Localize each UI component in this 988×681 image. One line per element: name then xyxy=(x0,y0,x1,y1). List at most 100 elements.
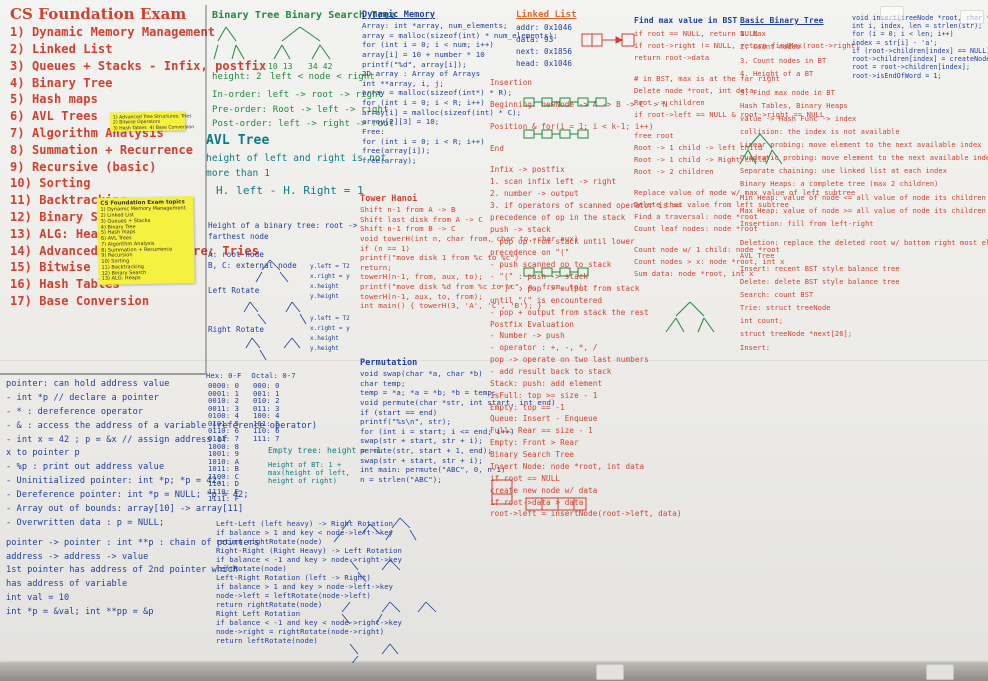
pointers-line-5: - int x = 42 ; p = &x // assign address … xyxy=(6,434,228,445)
basic-bt-line: struct treeNode *next[26]; xyxy=(740,330,853,339)
tray-clip xyxy=(926,664,954,680)
linked-list-line: 2. number -> output xyxy=(490,189,579,199)
linked-list-line: create new node w/ data xyxy=(490,485,598,495)
empty-tree-height: Empty tree: height = -1 xyxy=(268,446,382,455)
dynamic-memory-line: Array: int *array, num_elements; xyxy=(362,21,508,31)
topic-8: 8) Summation + Recurrence xyxy=(10,142,194,157)
pointers-line-1: pointer: can hold address value xyxy=(6,379,170,389)
avl-rotations-section: Left-Left (left heavy) -> Right Rotation… xyxy=(216,519,402,645)
in-order: In-order: left -> root -> right xyxy=(212,90,384,101)
hex-cell: 1011: B xyxy=(208,464,239,474)
linked-list-line: Position & for(i = 1; i < k-1; i++) xyxy=(490,121,654,131)
pointers-section: pointer: can hold address value - int *p… xyxy=(6,379,318,618)
basic-bt-line: Deletion: replace the deleted root w/ bo… xyxy=(740,238,988,247)
octal-cell: 010: 2 xyxy=(253,396,280,406)
basic-bt-line: collision: the index is not available xyxy=(740,128,900,137)
hex-table-row: 1111: F xyxy=(208,495,280,503)
bst-rule: left < node < right xyxy=(270,71,375,82)
rotation-rule-line: node->right = rightRotate(node->right) xyxy=(216,627,385,636)
tower-hanoi-line: Shift n-1 from B -> C xyxy=(360,224,456,234)
tower-hanoi-title: Tower Hanoi xyxy=(360,194,418,204)
avl-title: AVL Tree xyxy=(206,133,270,148)
pointers-line-4: - & : access the address of a variable (… xyxy=(6,420,318,431)
pointers-line-13: address -> address -> value xyxy=(6,551,149,562)
basic-bt-line: 1. Max xyxy=(740,30,766,39)
sticky-note-topics: CS Foundation Exam topics 1) Dynamic Mem… xyxy=(97,196,195,285)
octal-cell: 101: 5 xyxy=(253,418,280,428)
hex-cell: 1010: A xyxy=(208,456,239,466)
pointers-line-15: has address of variable xyxy=(6,579,128,590)
hex-cell: 1111: F xyxy=(208,494,239,504)
avl-line-5: farthest node xyxy=(208,231,269,241)
basic-bt-line: Binary Heaps: a complete tree (max 2 chi… xyxy=(740,180,939,189)
basic-bt-line: Quadratic probing: move element to the n… xyxy=(740,154,988,163)
permutation-line: void swap(char *a, char *b) xyxy=(360,369,483,379)
pointers-line-12: pointer -> pointer : int **p : chain of … xyxy=(6,537,260,548)
permutation-line: for (int i = start; i <= end; i++) xyxy=(360,426,515,436)
hex-cell: 0011: 3 xyxy=(208,403,239,413)
post-order: Post-order: left -> right -> root xyxy=(212,118,395,129)
linked-list-line: Queue: Insert - Enqueue xyxy=(490,414,598,424)
rotation-rule-line: Left-Left (left heavy) -> Right Rotation xyxy=(216,519,394,528)
linked-list-line: - push scanned op to stack xyxy=(490,260,612,270)
pointers-line-10: - Array out of bounds: array[10] -> arra… xyxy=(6,503,244,514)
bst-delete-sketch xyxy=(739,133,783,165)
basic-bt-line: Hash Tables, Binary Heaps xyxy=(740,101,848,110)
linked-list-line: - pop + output from stack the rest xyxy=(490,307,649,317)
linked-list-line: root->left = insertNode(root->left, data… xyxy=(490,509,682,519)
hex-cell: 1001: 9 xyxy=(208,449,239,459)
permutation-line: swap(str + start, str + i); xyxy=(360,436,483,446)
linked-list-line: - add result back to stack xyxy=(490,367,612,377)
bst-operation-line: Root -> 2 children xyxy=(634,167,714,176)
permutation-title: Permutation xyxy=(360,358,418,368)
hex-table-row: 1110: E xyxy=(208,488,280,496)
bst-operation-line: Replace value of node w/ max value of le… xyxy=(634,188,856,197)
basic-bt-title: Basic Binary Tree xyxy=(740,16,824,25)
bst-operations-section: Find max value in BST if root == NULL, r… xyxy=(634,16,860,278)
linked-list-line: - pop op from stack until lower xyxy=(490,236,635,246)
topic-4: 4) Binary Tree xyxy=(10,75,113,90)
dynamic-memory-line: Free: xyxy=(362,126,385,136)
tower-hanoi-line: return; xyxy=(360,262,392,272)
octal-cell: 001: 1 xyxy=(253,388,280,398)
basic-bt-line: Min Heap: value of node <= all value of … xyxy=(740,193,986,202)
rotation-rule-line: Right Left Rotation xyxy=(216,609,301,618)
permutation-line: void permute(char *str, int start, int e… xyxy=(360,397,556,407)
dynamic-memory-line: free(array[i]); xyxy=(362,146,431,156)
dynamic-memory-line: array[i] = malloc(sizeof(int) * C); xyxy=(362,107,522,117)
basic-bt-line: Search: count BST xyxy=(740,291,814,300)
bst-operation-line: Delete that value from left subtree xyxy=(634,200,789,209)
permutation-line: char temp; xyxy=(360,378,406,388)
trie-code-line: index = str[i] - 'a'; xyxy=(852,38,938,47)
pointers-line-7: - %p : print out address value xyxy=(6,462,165,473)
trie-code-line: root = root->children[index]; xyxy=(852,63,971,72)
permutation-line: printf("%s\n", str); xyxy=(360,417,451,427)
basic-bt-line: 4. Height of a BT xyxy=(740,69,814,78)
octal-header: Octal: 0-7 xyxy=(251,371,296,380)
hex-header-row: Hex: 0-F Octal: 0-7 xyxy=(206,371,296,380)
pointers-line-17: int *p = &val; int **pp = &p xyxy=(6,607,154,617)
hex-table-row: 1011: B xyxy=(208,465,280,473)
trie-code-line: for (i = 0; i < len; i++) xyxy=(852,30,954,39)
linked-list-line: - Number -> push xyxy=(490,331,565,341)
tower-hanoi-line: Shift n-1 from A -> B xyxy=(360,205,456,215)
avl-line-7: B, C: external node xyxy=(208,261,297,271)
bst-operation-line: if root->left == NULL & root->right == N… xyxy=(634,110,825,119)
hex-table-row: 1000: 8 xyxy=(208,442,280,451)
hex-table-row: 1010: A xyxy=(208,458,280,466)
svg-text:y.height: y.height xyxy=(310,345,339,352)
pointers-line-6: x to pointer p xyxy=(6,448,80,459)
pointers-line-2: - int *p // declare a pointer xyxy=(6,392,159,403)
bst-operation-line: Root -> 1 child -> Right child xyxy=(634,155,767,164)
basic-bt-line: Delete: delete BST style balance tree xyxy=(740,278,900,287)
basic-bt-line: int count; xyxy=(740,317,784,326)
basic-bt-line: 3. Count nodes in BT xyxy=(740,56,827,65)
linked-list-title: Linked List xyxy=(516,10,577,20)
ll-next: next: 0x1856 xyxy=(516,46,573,56)
octal-cell: 111: 7 xyxy=(253,433,280,443)
linked-list-line: - operator : +, -, *, / xyxy=(490,343,598,353)
